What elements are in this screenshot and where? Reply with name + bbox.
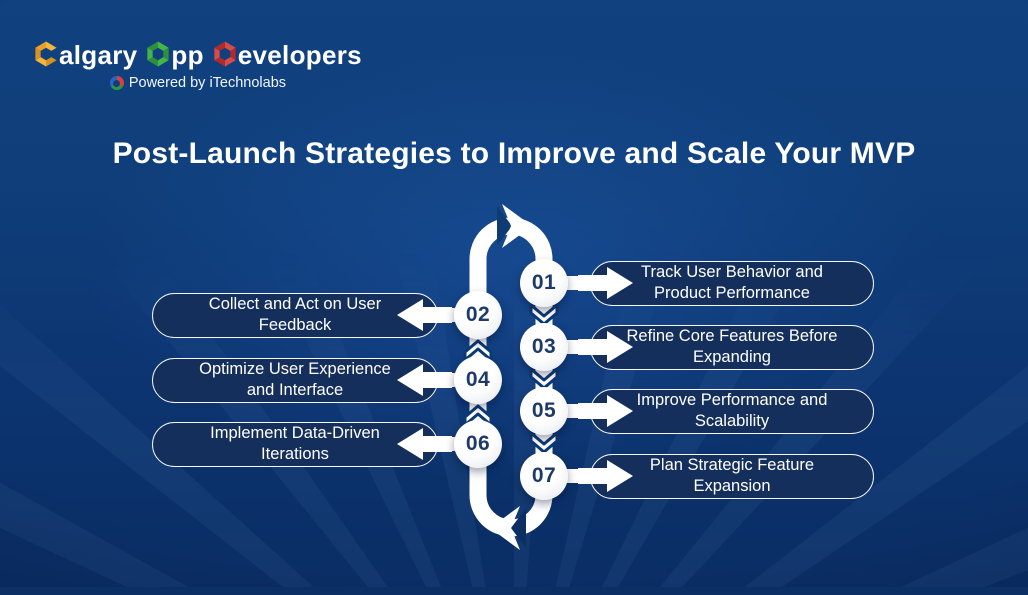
strategy-box-05: Improve Performance and Scalability <box>590 388 874 434</box>
step-number-03: 03 <box>531 335 557 358</box>
step-circle-05: 05 <box>520 387 568 435</box>
powered-by-text: Powered by iTechnolabs <box>128 75 287 91</box>
hexagon-d-icon <box>214 41 236 67</box>
brand-name: algary pp evelopers <box>34 40 362 70</box>
step-number-04: 04 <box>465 368 491 391</box>
brand-word-calgary: algary <box>59 40 138 70</box>
page-title: Post-Launch Strategies to Improve and Sc… <box>112 137 916 170</box>
step-number-06: 06 <box>465 432 491 455</box>
step-circle-04: 04 <box>454 356 502 404</box>
strategy-box-06: Implement Data-Driven Iterations <box>152 421 438 467</box>
strategy-box-01: Track User Behavior and Product Performa… <box>590 260 874 306</box>
hexagon-a-icon <box>147 41 170 67</box>
strategy-box-07: Plan Strategic Feature Expansion <box>590 453 874 499</box>
strategy-label-03: Refine Core Features Before Expanding <box>626 327 838 366</box>
strategy-label-06: Implement Data-Driven Iterations <box>210 424 380 463</box>
step-circle-03: 03 <box>520 323 568 371</box>
strategy-label-05: Improve Performance and Scalability <box>636 391 828 430</box>
step-circle-06: 06 <box>454 420 502 468</box>
strategy-box-03: Refine Core Features Before Expanding <box>590 324 874 370</box>
brand-word-developers: evelopers <box>237 40 362 70</box>
step-number-07: 07 <box>531 464 557 487</box>
step-circle-01: 01 <box>520 259 568 307</box>
step-number-01: 01 <box>531 271 557 294</box>
strategy-label-02: Collect and Act on User Feedback <box>208 295 382 334</box>
strategy-label-04: Optimize User Experience and Interface <box>199 360 391 399</box>
powered-by-line: Powered by iTechnolabs <box>109 75 287 91</box>
step-circle-02: 02 <box>454 291 502 339</box>
strategy-box-04: Optimize User Experience and Interface <box>152 357 438 403</box>
step-number-02: 02 <box>465 303 491 326</box>
brand-word-app: pp <box>171 40 204 70</box>
brand-logo: algary pp evelopers Powered by iTechnola… <box>34 40 362 91</box>
hexagon-c-icon <box>35 41 57 67</box>
bottom-strip <box>0 587 1028 595</box>
strategy-label-01: Track User Behavior and Product Performa… <box>641 263 823 302</box>
step-number-05: 05 <box>531 399 557 422</box>
strategy-label-07: Plan Strategic Feature Expansion <box>649 456 815 495</box>
strategy-box-02: Collect and Act on User Feedback <box>152 292 438 338</box>
itechnolabs-icon <box>109 76 124 90</box>
step-circle-07: 07 <box>520 452 568 500</box>
